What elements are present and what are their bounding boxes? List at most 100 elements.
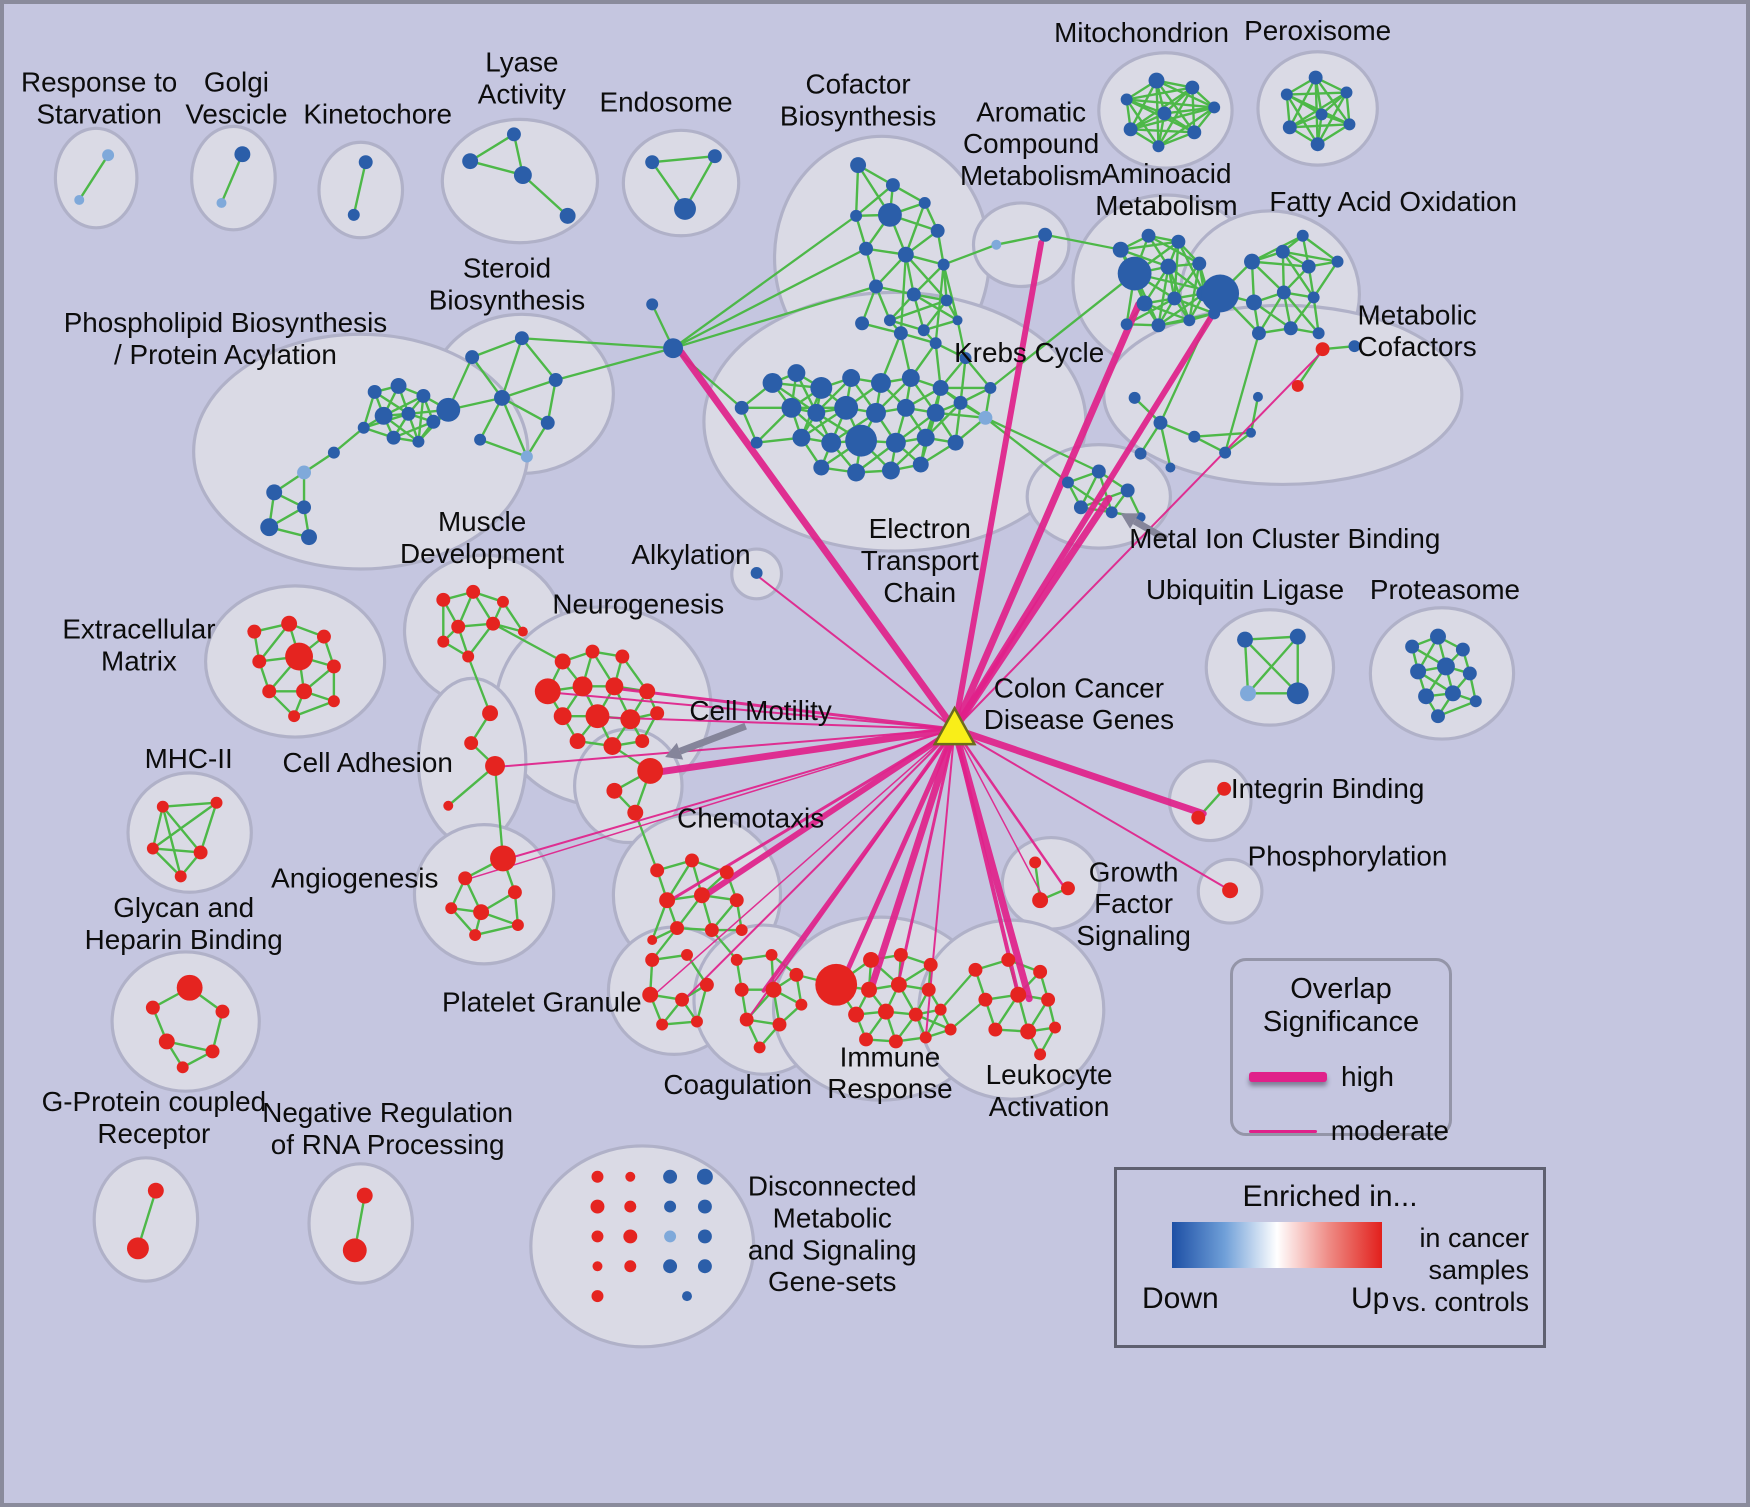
gene-set-node-coagulation[interactable] [734, 982, 749, 997]
gene-set-node-extracellular-matrix[interactable] [316, 629, 331, 644]
gene-set-node-coagulation[interactable] [739, 1012, 754, 1027]
gene-set-node-neurogenesis[interactable] [585, 704, 610, 729]
gene-set-node-angiogenesis[interactable] [469, 929, 482, 941]
gene-set-node-aminoacid-metabolism[interactable] [1112, 241, 1129, 258]
gene-set-node-muscle-development[interactable] [497, 595, 509, 608]
gene-set-node-aminoacid-metabolism[interactable] [1151, 318, 1166, 333]
gene-set-node-leukocyte-activation[interactable] [1010, 986, 1027, 1003]
gene-set-node-platelet-granule[interactable] [681, 948, 693, 961]
gene-set-node-immune-response[interactable] [923, 957, 938, 972]
gene-set-node-proteasome[interactable] [1431, 709, 1445, 724]
gene-set-node-platelet-granule[interactable] [690, 1015, 703, 1028]
gene-set-node-extracellular-matrix[interactable] [281, 615, 298, 632]
gene-set-node-electron-transport-chain[interactable] [893, 326, 908, 341]
gene-set-node-junction[interactable] [646, 298, 659, 311]
gene-set-node-immune-response[interactable] [944, 1023, 957, 1036]
gene-set-node-electron-transport-chain[interactable] [953, 395, 968, 410]
gene-set-node-phospholipid-biosynthesis[interactable] [327, 446, 340, 459]
gene-set-node-phospholipid-biosynthesis[interactable] [367, 384, 382, 399]
gene-set-node-electron-transport-chain[interactable] [855, 316, 870, 331]
gene-set-node-immune-response[interactable] [890, 976, 907, 993]
gene-set-node-metabolic-cofactors[interactable] [1219, 446, 1232, 459]
gene-set-node-aromatic-compound-metabolism[interactable] [991, 239, 1002, 250]
gene-set-node-steroid-biosynthesis[interactable] [520, 450, 533, 463]
gene-set-node-glycan-heparin-binding[interactable] [158, 1033, 175, 1050]
gene-set-node-growth-factor-signaling[interactable] [1061, 881, 1075, 896]
gene-set-node-cofactor-biosynthesis[interactable] [940, 294, 953, 307]
gene-set-node-mhc-ii[interactable] [193, 845, 208, 860]
gene-set-node-chemotaxis[interactable] [650, 863, 665, 878]
gene-set-node-electron-transport-chain[interactable] [896, 398, 915, 417]
gene-set-node-phospholipid-biosynthesis[interactable] [266, 484, 283, 501]
gene-set-node-muscle-development[interactable] [437, 635, 450, 648]
gene-set-node-chemotaxis[interactable] [693, 887, 710, 904]
gene-set-node-proteasome[interactable] [1418, 688, 1435, 705]
gene-set-node-leukocyte-activation[interactable] [1041, 992, 1056, 1007]
gene-set-node-proteasome[interactable] [1469, 695, 1482, 708]
gene-set-node-immune-response[interactable] [859, 1032, 874, 1047]
gene-set-node-growth-factor-signaling[interactable] [1029, 856, 1042, 869]
gene-set-node-neurogenesis[interactable] [639, 683, 656, 700]
gene-set-node-extracellular-matrix[interactable] [247, 624, 262, 639]
gene-set-node-electron-transport-chain[interactable] [978, 410, 993, 425]
gene-set-node-alkylation[interactable] [750, 566, 763, 579]
gene-set-node-electron-transport-chain[interactable] [847, 463, 866, 482]
gene-set-node-electron-transport-chain[interactable] [947, 434, 964, 451]
gene-set-node-integrin-binding[interactable] [1191, 810, 1206, 825]
gene-set-node-neurogenesis[interactable] [615, 649, 630, 664]
gene-set-node-leukocyte-activation[interactable] [1033, 964, 1048, 979]
gene-set-node-immune-response[interactable] [815, 963, 858, 1006]
gene-set-node-electron-transport-chain[interactable] [734, 400, 749, 415]
gene-set-node-disconnected-gene-sets[interactable] [682, 1291, 692, 1302]
gene-set-node-mitochondrion[interactable] [1152, 140, 1165, 153]
gene-set-node-aminoacid-metabolism[interactable] [1183, 314, 1196, 327]
gene-set-node-platelet-granule[interactable] [699, 977, 714, 992]
gene-set-node-cell-motility[interactable] [637, 757, 664, 784]
gene-set-node-negative-regulation-rna-processing[interactable] [356, 1187, 373, 1204]
gene-set-node-glycan-heparin-binding[interactable] [176, 974, 203, 1001]
gene-set-node-metal-ion-cluster-binding[interactable] [1062, 476, 1074, 489]
gene-set-node-electron-transport-chain[interactable] [792, 428, 811, 447]
gene-set-node-disconnected-gene-sets[interactable] [664, 1200, 677, 1213]
gene-set-node-immune-response[interactable] [893, 947, 908, 962]
gene-set-node-electron-transport-chain[interactable] [984, 381, 997, 394]
gene-set-node-neurogenesis[interactable] [650, 706, 665, 721]
gene-set-node-electron-transport-chain[interactable] [750, 436, 763, 449]
gene-set-node-cell-adhesion[interactable] [443, 800, 454, 811]
gene-set-node-fatty-acid-oxidation[interactable] [1312, 327, 1325, 340]
gene-set-node-metabolic-cofactors[interactable] [1315, 342, 1330, 357]
gene-set-node-fatty-acid-oxidation[interactable] [1276, 285, 1291, 300]
gene-set-node-electron-transport-chain[interactable] [916, 428, 935, 447]
gene-set-node-mitochondrion[interactable] [1157, 106, 1172, 121]
gene-set-node-cofactor-biosynthesis[interactable] [918, 196, 931, 209]
gene-set-node-electron-transport-chain[interactable] [912, 456, 929, 473]
gene-set-node-endosome[interactable] [674, 197, 696, 220]
gene-set-node-fatty-acid-oxidation[interactable] [1283, 321, 1298, 336]
gene-set-node-ubiquitin-ligase[interactable] [1240, 685, 1256, 702]
gene-set-node-mitochondrion[interactable] [1208, 101, 1221, 114]
gene-set-node-peroxisome[interactable] [1280, 88, 1293, 101]
gene-set-node-phospholipid-biosynthesis[interactable] [297, 500, 312, 515]
gene-set-node-metabolic-cofactors[interactable] [1165, 462, 1176, 473]
gene-set-node-muscle-development[interactable] [486, 616, 501, 631]
gene-set-node-lyase-activity[interactable] [462, 153, 479, 170]
gene-set-node-coagulation[interactable] [753, 1041, 766, 1054]
gene-set-node-cofactor-biosynthesis[interactable] [937, 258, 950, 271]
gene-set-node-glycan-heparin-binding[interactable] [176, 1061, 189, 1074]
gene-set-node-leukocyte-activation[interactable] [968, 962, 983, 977]
gene-set-node-cofactor-biosynthesis[interactable] [897, 246, 914, 263]
gene-set-node-proteasome[interactable] [1430, 628, 1446, 645]
gene-set-node-immune-response[interactable] [908, 1007, 923, 1022]
gene-set-node-angiogenesis[interactable] [490, 845, 516, 872]
gene-set-node-fatty-acid-oxidation[interactable] [1275, 244, 1290, 259]
gene-set-node-phospholipid-biosynthesis[interactable] [374, 406, 393, 425]
gene-set-node-angiogenesis[interactable] [473, 904, 490, 921]
gene-set-node-phospholipid-biosynthesis[interactable] [357, 421, 370, 434]
gene-set-node-platelet-granule[interactable] [656, 1018, 669, 1031]
gene-set-node-coagulation[interactable] [765, 981, 782, 998]
gene-set-node-lyase-activity[interactable] [559, 207, 576, 224]
gene-set-node-aromatic-compound-metabolism[interactable] [1038, 227, 1053, 242]
gene-set-node-neurogenesis[interactable] [605, 677, 624, 696]
gene-set-node-growth-factor-signaling[interactable] [1032, 892, 1049, 909]
gene-set-node-mitochondrion[interactable] [1187, 125, 1202, 140]
